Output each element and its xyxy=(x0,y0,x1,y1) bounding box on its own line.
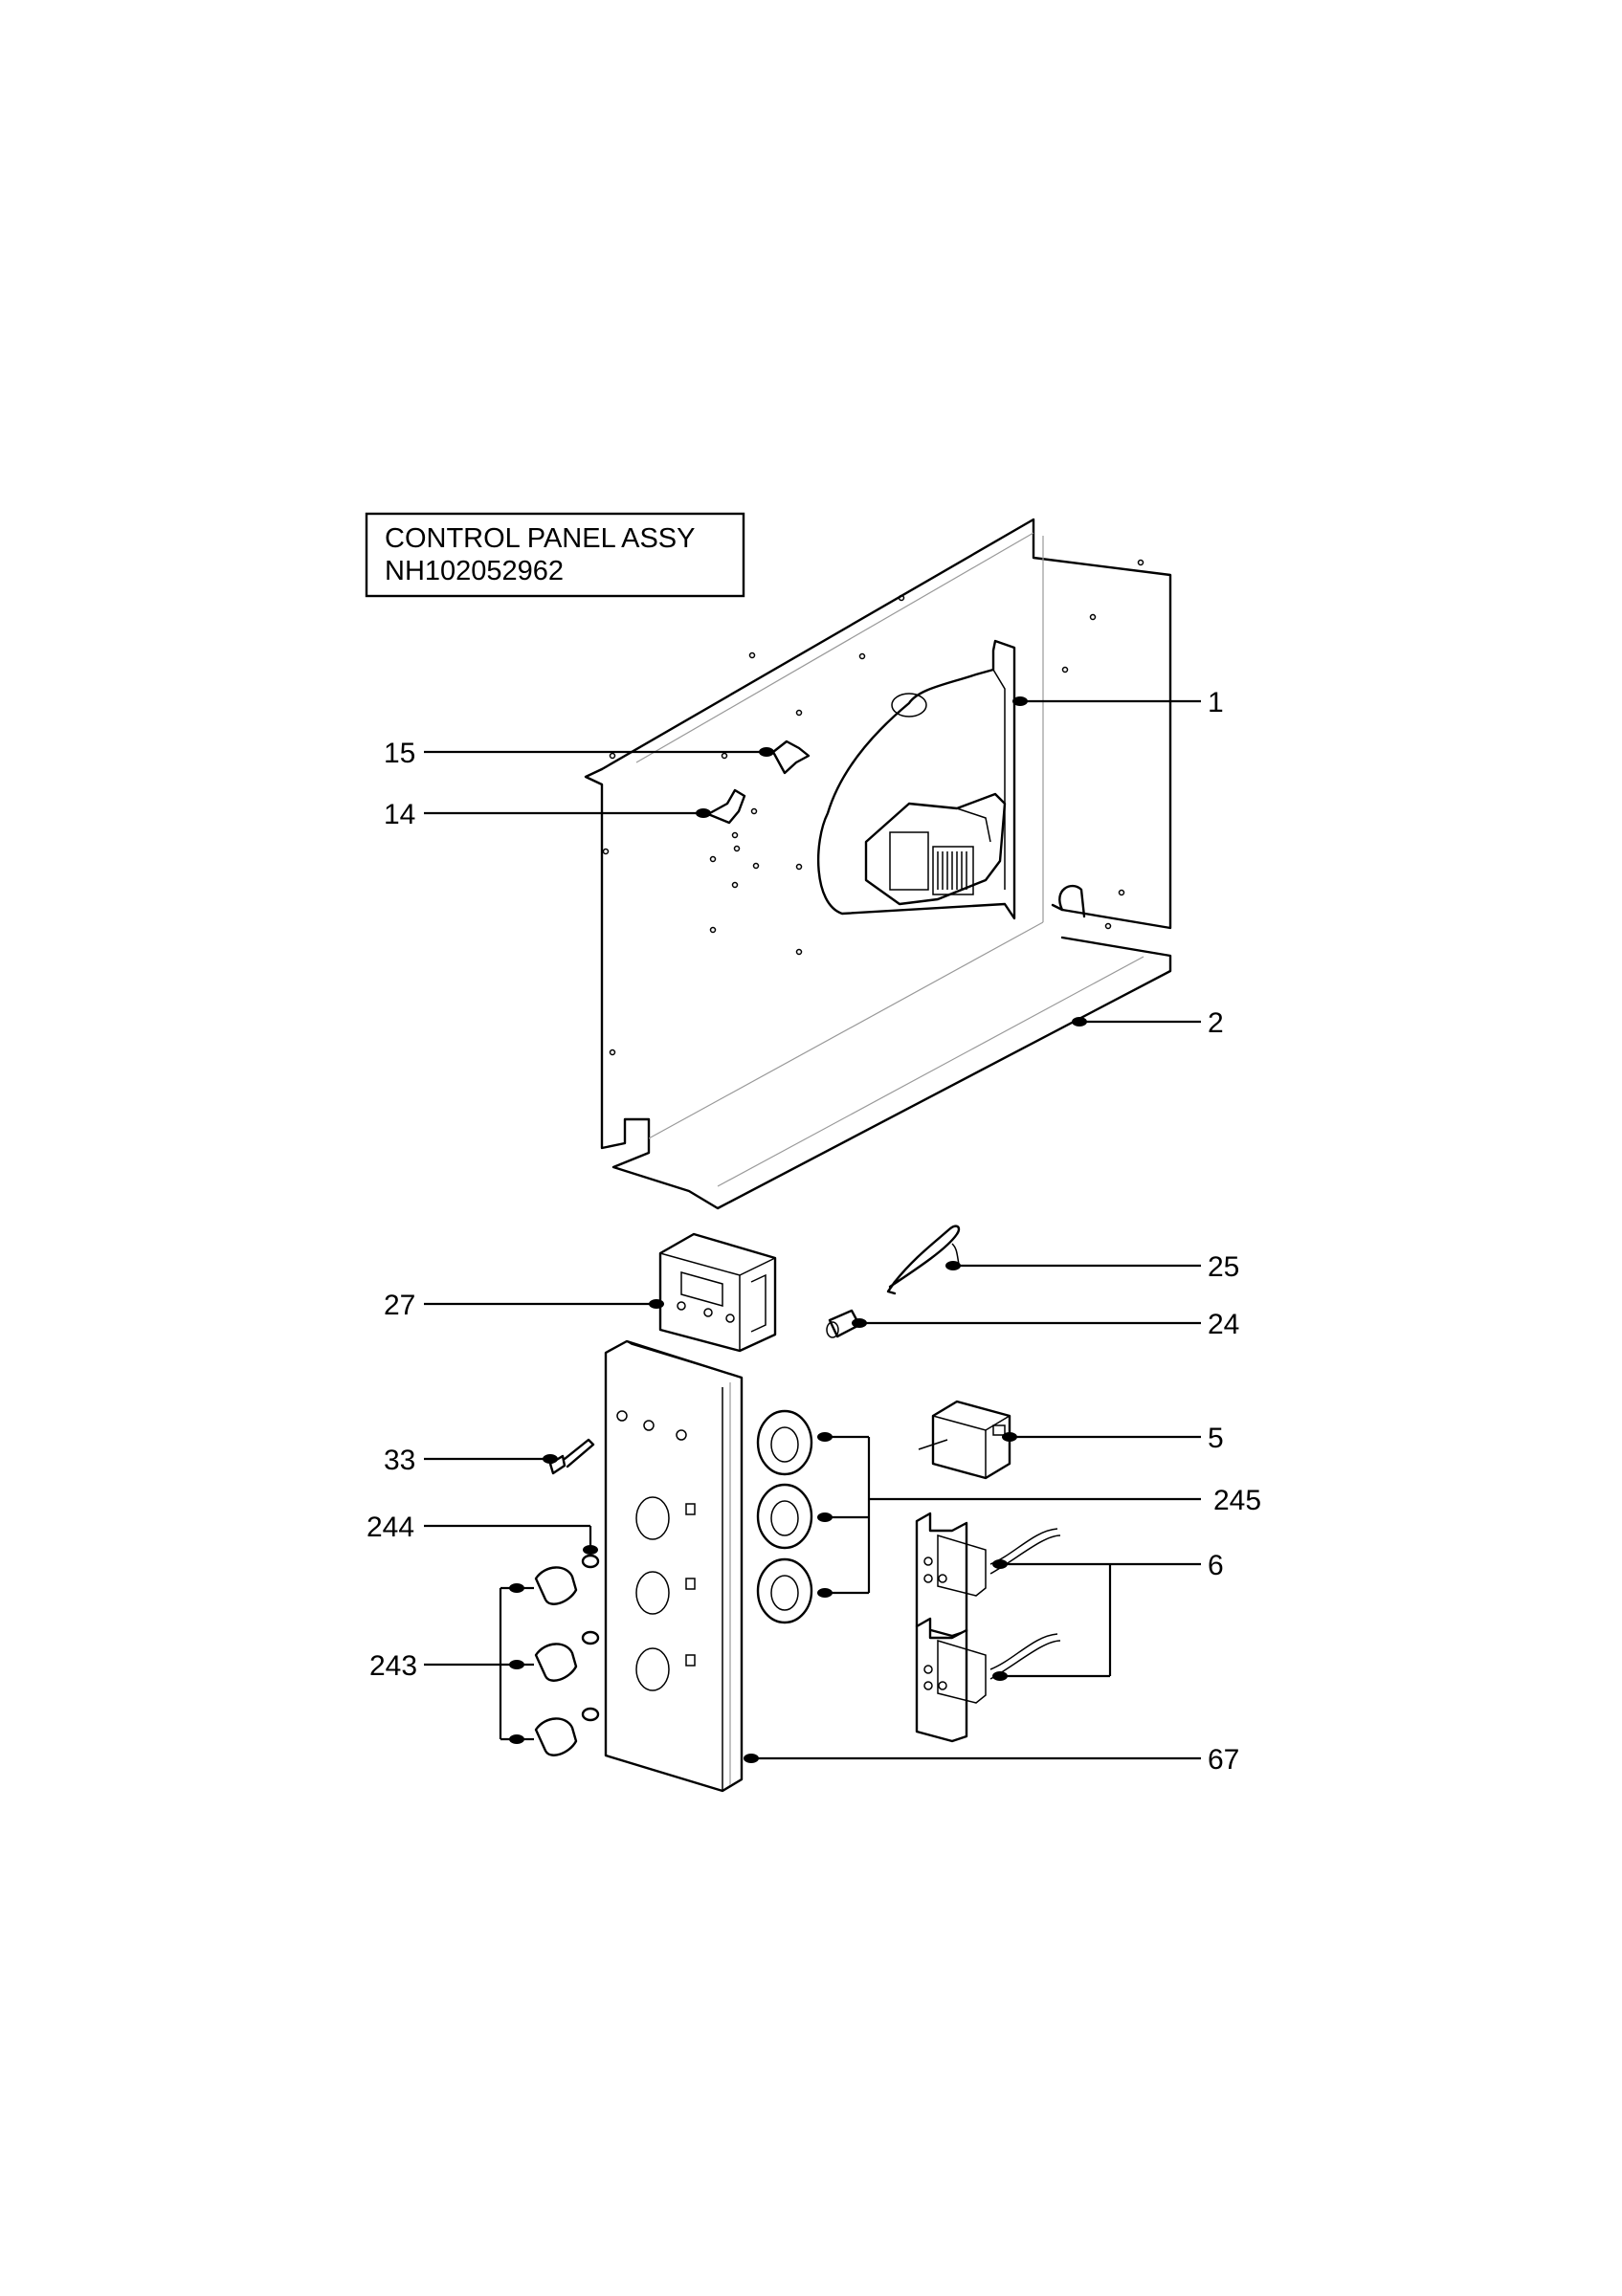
callout-244: 244 xyxy=(367,1512,414,1543)
housing-assembly xyxy=(584,518,1172,1210)
callout-labels: 1 15 14 2 25 27 24 5 33 245 244 6 243 67 xyxy=(367,687,1261,1776)
title-line-2: NH102052962 xyxy=(385,556,564,586)
timer-module-part-27 xyxy=(658,1232,777,1353)
callout-33: 33 xyxy=(384,1445,415,1476)
screw-part-33 xyxy=(548,1438,595,1475)
knobs-part-243 xyxy=(534,1566,578,1756)
probe-wire-part-25 xyxy=(886,1225,961,1295)
callout-245: 245 xyxy=(1213,1485,1261,1516)
clip-part-14 xyxy=(706,788,746,825)
title-box: CONTROL PANEL ASSY NH102052962 xyxy=(365,512,745,598)
callout-243: 243 xyxy=(369,1650,417,1682)
callout-1: 1 xyxy=(1208,687,1224,718)
front-panel-part-67 xyxy=(604,1339,744,1793)
callout-2: 2 xyxy=(1208,1007,1224,1039)
thermostat-part-5 xyxy=(918,1400,1011,1480)
dial-rings-part-245 xyxy=(756,1409,813,1624)
callout-25: 25 xyxy=(1208,1251,1239,1283)
callout-15: 15 xyxy=(384,738,415,769)
callout-24: 24 xyxy=(1208,1309,1239,1340)
callout-5: 5 xyxy=(1208,1423,1224,1454)
leader-lines xyxy=(424,699,1201,1760)
callout-27: 27 xyxy=(384,1290,415,1321)
switches-part-6 xyxy=(915,1512,1061,1743)
callout-14: 14 xyxy=(384,799,415,830)
callout-67: 67 xyxy=(1208,1744,1239,1776)
title-line-1: CONTROL PANEL ASSY xyxy=(385,523,695,554)
callout-6: 6 xyxy=(1208,1550,1224,1581)
leader-dots xyxy=(509,696,1087,1763)
bushings-part-244 xyxy=(581,1554,600,1722)
clip-part-15 xyxy=(771,740,811,775)
